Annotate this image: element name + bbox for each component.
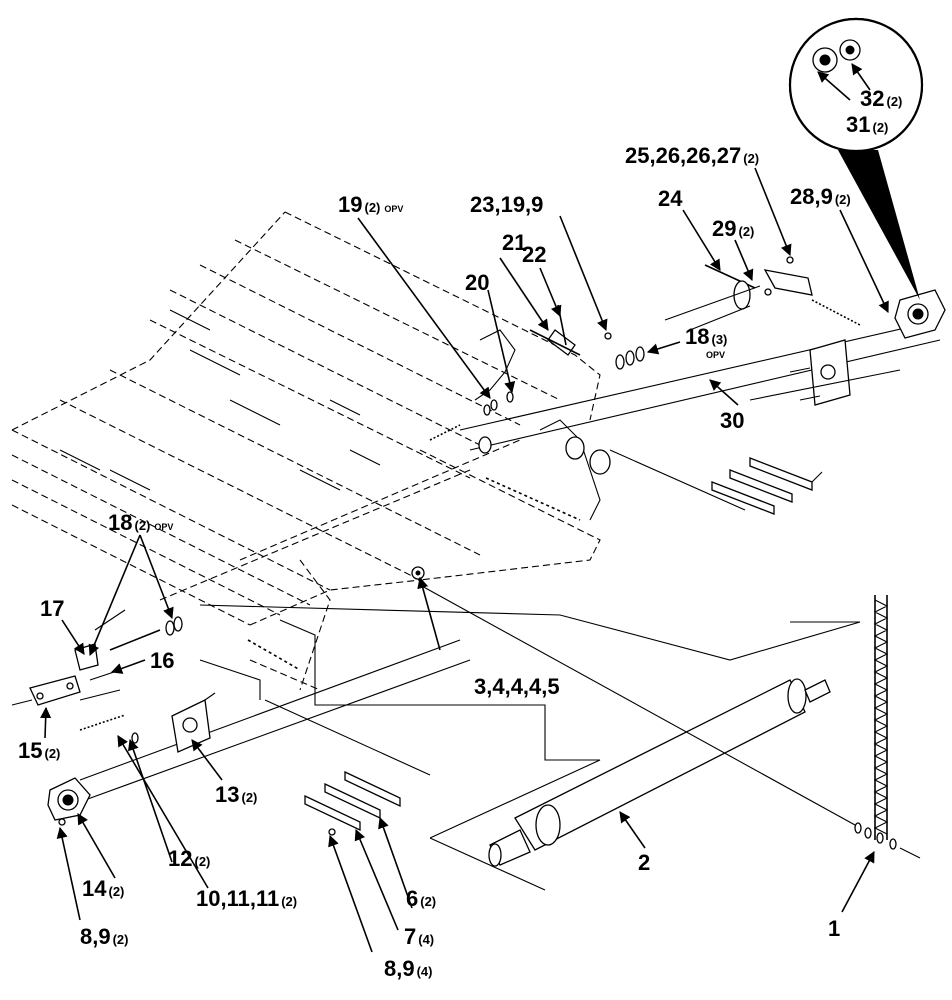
callout-1: 1 bbox=[828, 916, 840, 941]
inset-detail bbox=[788, 17, 924, 300]
callout-7: 7(4) bbox=[404, 924, 434, 949]
callout-17: 17 bbox=[40, 596, 64, 621]
callout-3: 3,4,4,4,5 bbox=[474, 674, 560, 699]
callout-15: 15(2) bbox=[18, 738, 60, 763]
callout-21: 21 bbox=[502, 230, 526, 255]
drive-chain bbox=[854, 595, 921, 859]
center-hardware bbox=[411, 566, 425, 580]
callout-30: 30 bbox=[720, 408, 744, 433]
upper-right-tension-arm bbox=[664, 256, 861, 331]
left-flange-bearing bbox=[47, 777, 91, 826]
callout-16: 16 bbox=[150, 648, 174, 673]
right-spacer-plates bbox=[711, 457, 823, 515]
upper-idler-parts bbox=[429, 304, 612, 441]
left-tension-arm bbox=[11, 609, 161, 744]
callout-18-upper: 18(3) bbox=[685, 324, 727, 349]
callout-6: 6(2) bbox=[406, 886, 436, 911]
callout-32: 32(2) bbox=[860, 86, 902, 111]
callout-24: 24 bbox=[658, 186, 683, 211]
right-flange-bearing bbox=[894, 289, 946, 339]
callout-19: 19(2)OPV bbox=[338, 192, 403, 217]
callout-22: 22 bbox=[522, 242, 546, 267]
callout-31: 31(2) bbox=[846, 112, 888, 137]
explode-lines bbox=[199, 369, 901, 891]
drive-roller bbox=[488, 678, 831, 867]
callout-20: 20 bbox=[465, 270, 489, 295]
callout-arrows bbox=[40, 63, 889, 953]
left-washers-18 bbox=[165, 616, 183, 636]
callout-8-left: 8,9(2) bbox=[80, 924, 128, 949]
callout-28: 28,9(2) bbox=[790, 184, 851, 209]
callout-2: 2 bbox=[638, 850, 650, 875]
drive-shaft-assembly bbox=[79, 319, 941, 801]
right-mounting-plate bbox=[789, 339, 851, 406]
left-mounting-plate bbox=[171, 692, 216, 753]
callout-13: 13(2) bbox=[215, 782, 257, 807]
callout-25: 25,26,26,27(2) bbox=[625, 143, 759, 168]
callout-8-center: 8,9(4) bbox=[384, 956, 432, 981]
callout-18-left: 18(2)OPV bbox=[108, 510, 173, 535]
callout-23: 23,19,9 bbox=[470, 192, 543, 217]
callout-14: 14(2) bbox=[82, 876, 124, 901]
callout-18-upper-tag: OPV bbox=[706, 350, 725, 360]
callout-10: 10,11,11(2) bbox=[196, 886, 297, 911]
conveyor-frame bbox=[11, 211, 601, 691]
washers-18-upper bbox=[615, 346, 645, 370]
callout-12: 12(2) bbox=[168, 846, 210, 871]
callout-labels: 19(2)OPV 23,19,9 21 22 20 25,26,26,27(2)… bbox=[18, 86, 902, 981]
left-spacer-plates bbox=[304, 770, 401, 836]
callout-29: 29(2) bbox=[712, 216, 754, 241]
